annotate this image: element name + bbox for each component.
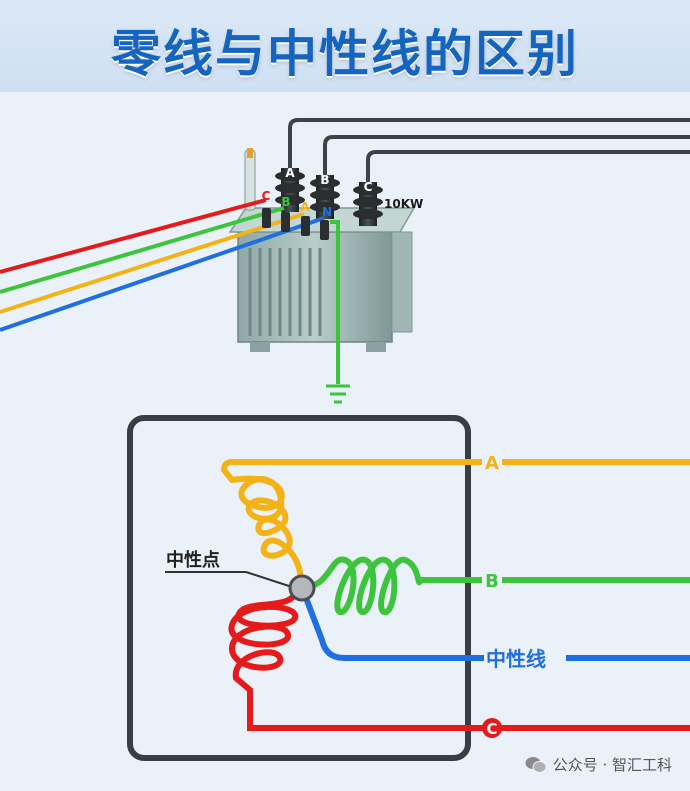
hv-insulators xyxy=(275,168,383,226)
hv-terminal-labels: A B C xyxy=(285,166,372,194)
neutral-point-label: 中性点 xyxy=(166,549,220,571)
phase-label-c: C xyxy=(482,718,502,738)
neutral-line xyxy=(300,588,690,661)
hv-terminal-a: A xyxy=(285,166,295,180)
svg-text:A: A xyxy=(485,453,499,474)
neutral-line-label: 中性线 xyxy=(484,645,566,671)
hv-terminal-b: B xyxy=(320,173,329,187)
transformer-rating: 10KW xyxy=(384,197,423,211)
wechat-icon xyxy=(525,756,547,774)
neutral-point-leader-slant xyxy=(245,571,293,588)
lv-terminal-a: A xyxy=(300,200,310,214)
lv-wires xyxy=(0,198,325,332)
watermark: 公众号 · 智汇工科 xyxy=(525,754,672,775)
phase-a-winding xyxy=(220,459,690,588)
ground-connection xyxy=(326,220,350,404)
svg-text:中性线: 中性线 xyxy=(486,647,546,671)
svg-text:B: B xyxy=(485,571,499,592)
phase-b-winding xyxy=(297,556,690,615)
svg-text:C: C xyxy=(486,720,497,738)
page-title: 零线与中性线的区别 xyxy=(111,25,579,83)
title-banner: 零线与中性线的区别 xyxy=(0,0,690,92)
hv-wires xyxy=(288,118,690,182)
neutral-point xyxy=(288,574,316,602)
phase-label-a: A xyxy=(482,452,502,474)
lv-bushings xyxy=(262,208,329,240)
phase-c-winding xyxy=(228,589,690,731)
watermark-text: 公众号 · 智汇工科 xyxy=(552,756,672,774)
lv-terminal-b: B xyxy=(281,195,290,209)
phase-label-b: B xyxy=(482,570,502,592)
wiring-diagram: A B C 10KW C B A N xyxy=(0,118,690,761)
lv-terminal-n: N xyxy=(322,205,332,219)
winding-enclosure xyxy=(127,415,471,761)
hv-terminal-c: C xyxy=(364,180,373,194)
lv-terminal-c: C xyxy=(262,189,271,203)
lv-terminal-labels: C B A N xyxy=(262,189,332,219)
ground-icon xyxy=(326,384,350,404)
